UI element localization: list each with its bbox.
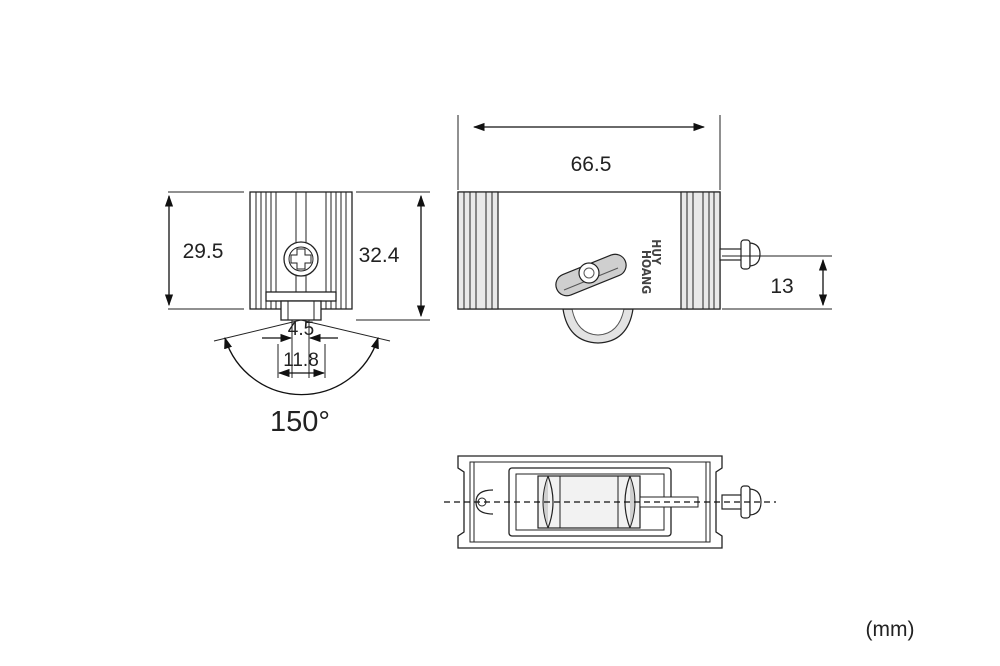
brand-logo: HUY HOANG [639,239,663,294]
front-view: 66.5 HUY HOANG [457,115,832,344]
adjustment-pin-icon [719,239,761,270]
slot-screw-icon [555,253,627,297]
width-11-8-label: 11.8 [283,350,319,371]
bottom-view [444,455,776,549]
angle-150-label: 150° [270,406,330,438]
svg-text:HOANG: HOANG [639,250,653,294]
adjustment-screw-icon [283,241,319,277]
units-label: (mm) [866,618,915,641]
end-view-fins [255,192,347,309]
length-66-5-label: 66.5 [571,153,612,176]
svg-text:HUY: HUY [649,239,663,265]
height-32-4-label: 32.4 [359,244,400,267]
offset-13-label: 13 [770,275,793,298]
height-29-5-label: 29.5 [183,240,224,263]
groove-4-5-label: 4.5 [288,319,314,340]
end-view: 29.5 32.4 4.5 11.8 150° [164,191,430,438]
